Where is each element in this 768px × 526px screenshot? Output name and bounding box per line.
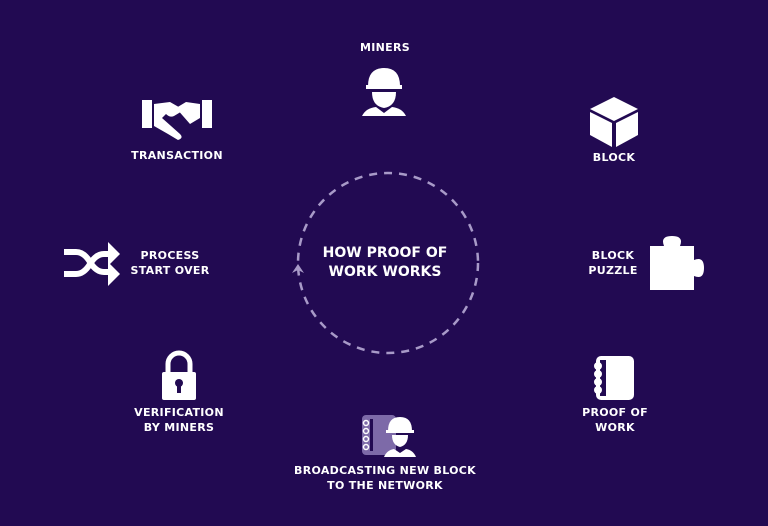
miner-icon — [362, 68, 406, 116]
shuffle-icon — [64, 242, 120, 286]
label-transaction: TRANSACTION — [131, 149, 223, 162]
puzzle-piece-icon — [650, 236, 704, 290]
notebook-miner-icon — [362, 415, 416, 457]
label-miners: MINERS — [360, 41, 410, 54]
arrow-up-icon — [292, 264, 304, 273]
lock-icon — [162, 350, 196, 400]
diagram-title: HOW PROOF OF WORK WORKS — [322, 245, 448, 280]
cube-icon — [590, 97, 638, 147]
notebook-icon — [594, 356, 634, 400]
handshake-icon — [142, 100, 212, 140]
label-block: BLOCK — [592, 151, 636, 164]
